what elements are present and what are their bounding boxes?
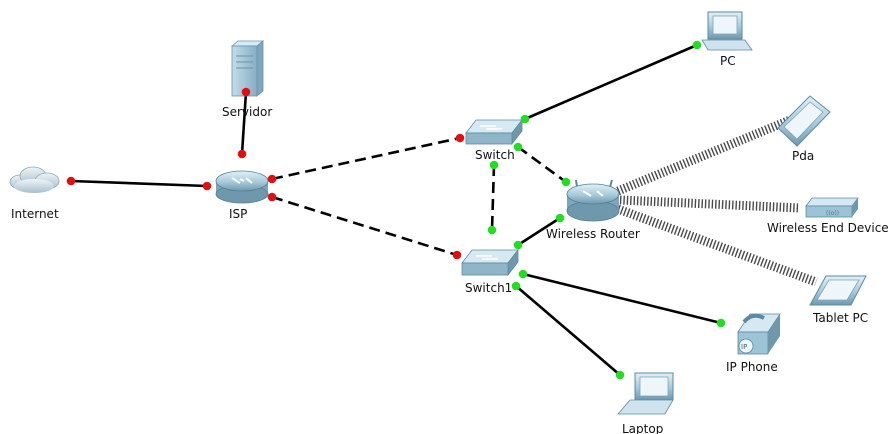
wireless-router-icon	[566, 179, 620, 222]
switch-label: Switch	[475, 148, 515, 162]
cloud-icon	[9, 166, 60, 193]
tablet-pc-node[interactable]: Tablet PC	[809, 275, 868, 325]
link-status-light-up	[518, 269, 528, 279]
pc-icon	[701, 11, 753, 51]
link-status-light-down	[237, 149, 247, 159]
laptop-node[interactable]: Laptop	[617, 372, 674, 434]
wireless-router-node[interactable]: Wireless Router	[546, 179, 640, 241]
straight-link-internet-isp	[70, 179, 208, 188]
wireless-router-label: Wireless Router	[546, 227, 640, 241]
laptop-icon	[617, 372, 674, 415]
link-status-lights	[66, 40, 726, 380]
tablet-icon	[809, 275, 867, 306]
internet-cloud[interactable]: Internet	[9, 166, 60, 221]
switch-node[interactable]: Switch	[465, 118, 523, 162]
straight-link-servidor-isp	[240, 91, 248, 155]
ip-phone-label: IP Phone	[726, 360, 778, 374]
link-status-light-down	[455, 133, 465, 143]
isp-label: ISP	[229, 207, 247, 221]
link-status-light-down	[241, 87, 251, 97]
ip-phone-icon: IP	[737, 313, 781, 355]
router-icon	[215, 170, 269, 204]
wireless-link-pda	[616, 115, 792, 196]
switch-icon	[461, 248, 519, 277]
wireless-end-device-icon: ((o))	[805, 197, 859, 218]
straight-link-switch-pc	[524, 43, 698, 121]
link-status-light-up	[513, 240, 523, 250]
link-status-light-up	[716, 318, 726, 328]
link-status-light-down	[202, 181, 212, 191]
link-status-light-down	[267, 174, 277, 184]
straight-link-switch1-laptop	[515, 285, 621, 376]
pc-node[interactable]: PC	[701, 11, 753, 68]
switch1-label: Switch1	[465, 281, 512, 295]
link-status-light-down	[267, 192, 277, 202]
switch-icon	[465, 118, 523, 146]
link-status-light-up	[561, 177, 571, 187]
switch1-node[interactable]: Switch1	[461, 248, 519, 295]
wireless-end-device-node[interactable]: ((o)) Wireless End Device	[767, 197, 889, 235]
internet-label: Internet	[11, 207, 59, 221]
svg-text:((o)): ((o))	[826, 210, 839, 217]
crossover-link-switch-switch1	[490, 164, 496, 231]
link-status-light-down	[66, 176, 76, 186]
ip-phone-badge: IP	[741, 343, 747, 351]
straight-link-switch1-wireless-router	[517, 216, 561, 247]
isp-router[interactable]: ISP	[215, 170, 269, 221]
link-status-light-up	[511, 281, 521, 291]
ip-phone-node[interactable]: IP IP Phone	[726, 313, 781, 374]
straight-link-switch1-ip-phone	[522, 272, 722, 325]
servidor-label: Servidor	[222, 105, 272, 119]
pda-node[interactable]: Pda	[777, 95, 831, 163]
link-status-light-up	[489, 160, 499, 170]
link-status-light-up	[520, 114, 530, 124]
pda-icon	[777, 95, 831, 147]
servidor-server[interactable]: Servidor	[222, 40, 272, 119]
link-status-light-up	[513, 142, 523, 152]
links-layer	[70, 43, 818, 376]
pc-label: PC	[720, 54, 736, 68]
server-icon	[230, 40, 265, 97]
link-status-light-up	[555, 213, 565, 223]
crossover-link-isp-switch1	[271, 195, 458, 257]
wireless-link-wireless-end-device	[619, 195, 801, 213]
tablet-pc-label: Tablet PC	[812, 311, 868, 325]
link-status-light-up	[692, 40, 702, 50]
link-status-light-down	[452, 250, 462, 260]
crossover-link-switch-wireless-router	[517, 145, 567, 184]
link-status-light-up	[615, 370, 625, 380]
wireless-link-tablet-pc	[616, 204, 818, 287]
link-status-light-up	[487, 225, 497, 235]
pda-label: Pda	[792, 149, 814, 163]
laptop-label: Laptop	[622, 422, 663, 434]
crossover-link-isp-switch	[271, 136, 461, 181]
wireless-end-device-label: Wireless End Device	[767, 221, 889, 235]
